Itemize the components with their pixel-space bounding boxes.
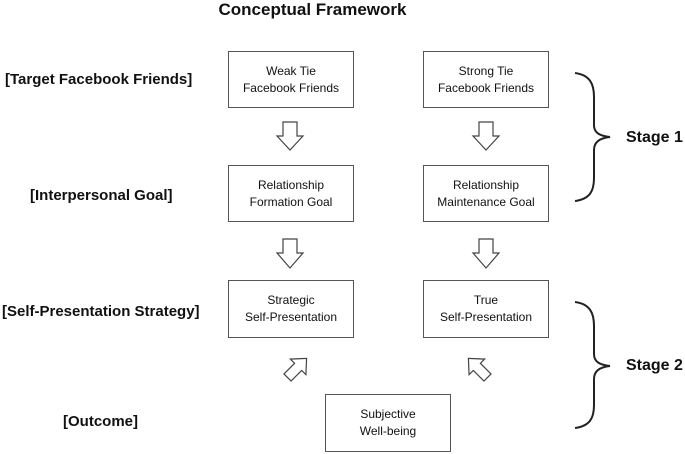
row-label-outcome: [Outcome]: [63, 413, 138, 430]
node-strategic-sp-line1: Strategic: [267, 293, 315, 307]
stage-1-label: Stage 1: [626, 129, 683, 146]
down-arrow-maintenance-to-true: [471, 238, 501, 269]
down-arrow-weak-to-formation: [275, 121, 305, 151]
node-formation-goal-line1: Relationship: [257, 177, 325, 192]
node-true-sp-line2: Self-Presentation: [439, 310, 533, 324]
row-label-strategy: [Self-Presentation Strategy]: [2, 303, 200, 320]
node-true-sp-line1: True: [473, 293, 499, 307]
node-well-being-line2: Well-being: [359, 424, 417, 438]
stage-1-brace: [574, 72, 611, 202]
down-arrow-strong-to-maintenance: [471, 121, 501, 151]
node-maintenance-goal: Relationship Maintenance Goal: [423, 165, 549, 222]
node-well-being-line1: Subjective: [360, 407, 416, 421]
node-formation-goal-line2: Formation Goal: [249, 194, 333, 209]
node-weak-tie-line1: Weak Tie: [266, 63, 316, 78]
node-strong-tie-line2: Facebook Friends: [437, 80, 535, 95]
node-formation-goal: Relationship Formation Goal: [228, 165, 354, 222]
node-strong-tie-line1: Strong Tie: [458, 63, 514, 78]
row-label-goal: [Interpersonal Goal]: [30, 187, 173, 204]
node-strong-tie: Strong Tie Facebook Friends: [423, 51, 549, 108]
node-strategic-sp-line2: Self-Presentation: [244, 310, 338, 324]
down-arrow-formation-to-strategic: [275, 238, 305, 269]
node-weak-tie-line2: Facebook Friends: [242, 80, 340, 95]
diagonal-arrow-strategic-to-well-being: [283, 357, 308, 382]
node-weak-tie: Weak Tie Facebook Friends: [228, 51, 354, 108]
node-maintenance-goal-line2: Maintenance Goal: [437, 194, 535, 209]
node-true-self-presentation: True Self-Presentation: [423, 280, 549, 338]
diagonal-arrow-true-to-well-being: [467, 357, 492, 382]
row-label-target: [Target Facebook Friends]: [5, 71, 193, 88]
stage-2-brace: [574, 301, 611, 429]
stage-2-label: Stage 2: [626, 357, 683, 374]
node-strategic-self-presentation: Strategic Self-Presentation: [228, 280, 354, 338]
node-subjective-well-being: Subjective Well-being: [325, 394, 451, 452]
node-maintenance-goal-line1: Relationship: [452, 177, 520, 192]
diagram-title: Conceptual Framework: [218, 0, 407, 19]
